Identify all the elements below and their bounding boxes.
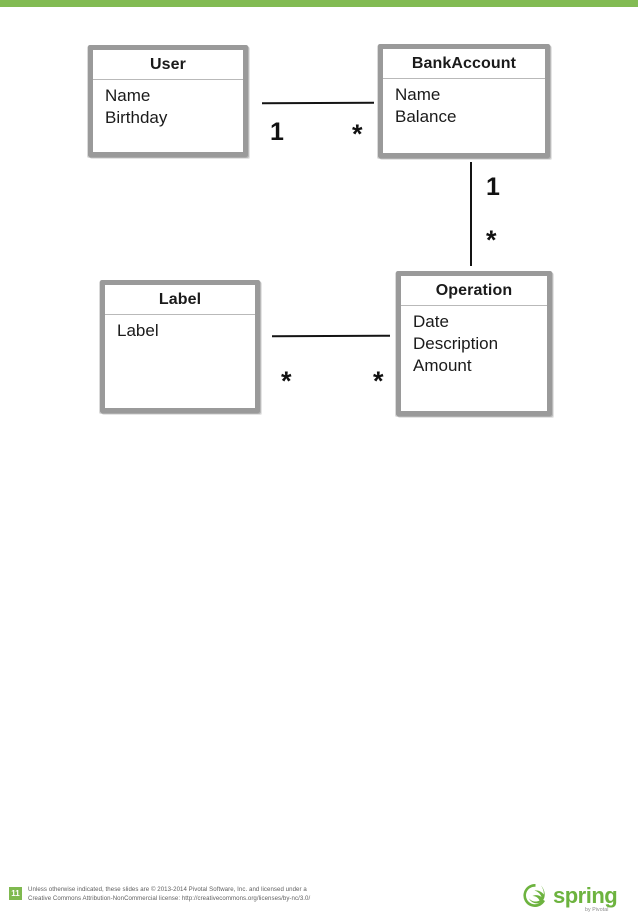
top-accent-bar (0, 0, 638, 7)
uml-class-user-attributes: Name Birthday (93, 80, 243, 152)
uml-class-label-inner: Label Label (105, 285, 255, 408)
uml-class-bankaccount-attributes: Name Balance (383, 79, 545, 153)
association-line-user-bankaccount (261, 101, 375, 105)
uml-attribute: Birthday (105, 107, 168, 127)
multiplicity-bankaccount-operation-top: 1 (486, 173, 500, 201)
uml-class-label[interactable]: Label Label (100, 280, 260, 413)
uml-class-user-title: User (93, 50, 243, 80)
uml-attribute: Amount (413, 355, 472, 375)
license-text: Unless otherwise indicated, these slides… (28, 885, 448, 904)
uml-class-bankaccount-inner: BankAccount Name Balance (383, 49, 545, 153)
uml-attribute: Name (395, 85, 441, 104)
uml-class-operation-attributes: Date Description Amount (401, 306, 547, 411)
multiplicity-bankaccount-end: * (352, 119, 363, 149)
uml-class-user[interactable]: User Name Birthday (88, 45, 248, 157)
license-text-line-1: Unless otherwise indicated, these slides… (28, 886, 307, 893)
spring-wordmark: spring (553, 883, 618, 908)
uml-class-bankaccount-title: BankAccount (383, 49, 545, 79)
association-line-label-operation (271, 334, 391, 338)
uml-class-label-title: Label (105, 285, 255, 315)
uml-class-operation-title: Operation (401, 276, 547, 306)
slide-footer: 11 Unless otherwise indicated, these sli… (0, 440, 638, 913)
uml-class-bankaccount[interactable]: BankAccount Name Balance (378, 44, 550, 158)
uml-attribute: Date (413, 312, 449, 331)
uml-class-operation-inner: Operation Date Description Amount (401, 276, 547, 411)
association-line-bankaccount-operation (470, 162, 472, 266)
uml-attribute: Label (117, 321, 159, 340)
uml-class-diagram: User Name Birthday BankAccount Name Bala… (0, 0, 638, 435)
multiplicity-operation-end: * (373, 366, 384, 396)
spring-tagline: by Pivotal (585, 907, 609, 913)
spring-leaf-icon (523, 883, 545, 907)
uml-class-label-attributes: Label (105, 315, 255, 408)
uml-attribute: Description (413, 333, 499, 353)
uml-attribute: Balance (395, 106, 457, 126)
spring-logo: spring by Pivotal (523, 881, 631, 914)
multiplicity-user-end: 1 (270, 118, 284, 146)
uml-class-operation[interactable]: Operation Date Description Amount (396, 271, 552, 416)
license-text-line-2: Creative Commons Attribution-NonCommerci… (28, 895, 311, 903)
multiplicity-label-end: * (281, 366, 292, 396)
uml-class-user-inner: User Name Birthday (93, 50, 243, 152)
multiplicity-bankaccount-operation-bottom: * (486, 225, 497, 255)
uml-attribute: Name (105, 86, 151, 105)
slide-number-badge: 11 (9, 887, 22, 900)
